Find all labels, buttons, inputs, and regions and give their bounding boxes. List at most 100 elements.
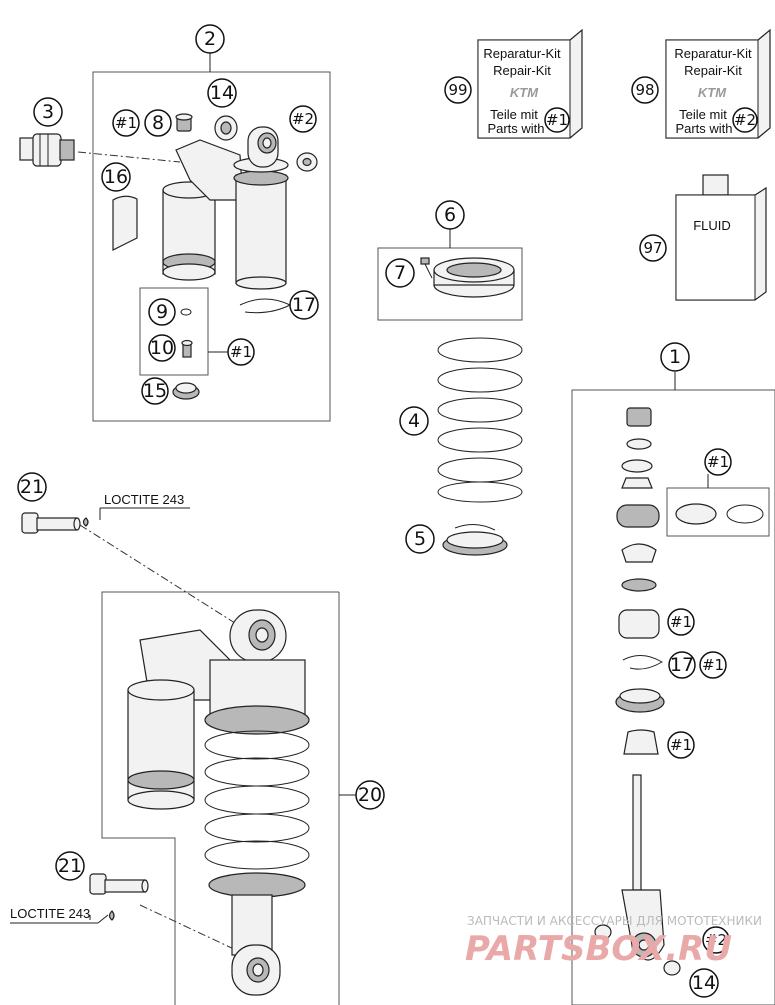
kit99-line2: Parts with — [487, 121, 544, 136]
oring-part-9 — [180, 308, 192, 316]
svg-text:#1: #1 — [546, 111, 568, 129]
bolt-part-21-top — [21, 512, 81, 534]
group-box-2 — [92, 71, 331, 422]
ref-2-eye: #2 — [289, 105, 317, 133]
callout-15: 15 — [141, 377, 169, 405]
callout-16: 16 — [101, 162, 131, 192]
shock-assembly-part-20 — [127, 609, 310, 996]
ref-1-seal-group: #1 — [704, 448, 732, 476]
callout-17-right: 17 — [668, 651, 696, 679]
screw-part-7 — [420, 257, 433, 279]
ref-1-piston: #1 — [667, 608, 695, 636]
svg-text:#1: #1 — [670, 736, 692, 754]
callout-14: 14 — [207, 78, 237, 108]
adjuster-valve-part-3 — [19, 133, 75, 167]
watermark-line2: PARTSBOX.RU — [465, 929, 732, 969]
loctite-drop-icon — [82, 517, 89, 527]
callout-9: 9 — [148, 298, 176, 326]
svg-text:15: 15 — [143, 380, 167, 402]
svg-text:8: 8 — [152, 112, 164, 134]
callout-4: 4 — [399, 406, 429, 436]
shock-body-part-2 — [162, 126, 289, 290]
callout-8: 8 — [144, 109, 172, 137]
kit99-line1: Teile mit — [490, 107, 538, 122]
kit98-title-en: Repair-Kit — [684, 63, 742, 78]
svg-text:#2: #2 — [734, 111, 756, 129]
callout-21-top: 21 — [17, 472, 47, 502]
callout-10: 10 — [148, 334, 176, 362]
callout-20: 20 — [355, 780, 385, 810]
ref-1-part-10: #1 — [227, 338, 255, 366]
watermark-line1: ЗАПЧАСТИ И АКСЕССУАРЫ ДЛЯ МОТОТЕХНИКИ — [467, 914, 762, 928]
svg-text:14: 14 — [692, 972, 716, 994]
svg-text:5: 5 — [414, 528, 426, 550]
circlip-part-17 — [239, 298, 292, 314]
ref-2-lower-eye: #2 — [702, 926, 730, 954]
damper-parts-part-1 — [594, 407, 681, 976]
callout-2: 2 — [195, 24, 225, 54]
svg-text:21: 21 — [20, 476, 44, 498]
callout-14-right: 14 — [689, 968, 719, 998]
svg-text:17: 17 — [292, 294, 316, 316]
svg-text:1: 1 — [669, 346, 681, 368]
spring-retainer-part-6 — [433, 257, 515, 298]
seal-rings-icon — [675, 503, 764, 525]
group-box-20 — [101, 591, 340, 1005]
svg-text:6: 6 — [444, 204, 456, 226]
callout-6: 6 — [435, 200, 465, 230]
svg-text:7: 7 — [394, 262, 406, 284]
kit98-line2: Parts with — [675, 121, 732, 136]
kit98-line1: Teile mit — [679, 107, 727, 122]
subgroup-box-9-10 — [139, 287, 209, 376]
kit99-title-de: Reparatur-Kit — [483, 46, 561, 61]
callout-99: 99 — [444, 76, 472, 104]
washer-icon — [296, 152, 318, 172]
svg-text:16: 16 — [104, 166, 128, 188]
spring-seat-part-5 — [442, 524, 508, 556]
svg-text:3: 3 — [42, 101, 54, 123]
svg-text:#1: #1 — [670, 613, 692, 631]
spring-part-4 — [437, 337, 523, 503]
svg-text:20: 20 — [358, 784, 382, 806]
svg-text:#2: #2 — [705, 931, 727, 949]
bolt-part-21-bottom — [89, 873, 149, 895]
ktm-logo-99: KTM — [510, 85, 539, 100]
svg-text:17: 17 — [670, 654, 694, 676]
kit98-title-de: Reparatur-Kit — [674, 46, 752, 61]
ref-kit-2-in-98: #2 — [732, 107, 758, 133]
kit99-title-en: Repair-Kit — [493, 63, 551, 78]
callout-17: 17 — [289, 290, 319, 320]
svg-text:14: 14 — [210, 82, 234, 104]
callout-5: 5 — [405, 524, 435, 554]
callout-7: 7 — [385, 258, 415, 288]
svg-text:#2: #2 — [292, 110, 314, 128]
svg-text:#1: #1 — [230, 343, 252, 361]
ktm-logo-98: KTM — [698, 85, 727, 100]
fluid-bottle-part-97 — [675, 174, 767, 301]
callout-3: 3 — [33, 97, 63, 127]
svg-text:97: 97 — [643, 239, 662, 257]
callout-21-bottom: 21 — [55, 851, 85, 881]
group-box-1 — [571, 389, 775, 1005]
fluid-label: FLUID — [693, 218, 731, 233]
svg-text:4: 4 — [408, 410, 420, 432]
ref-kit-1-in-99: #1 — [544, 107, 570, 133]
callout-1: 1 — [660, 342, 690, 372]
callout-97: 97 — [639, 234, 667, 262]
ref-1-part-8: #1 — [112, 109, 140, 137]
loctite-note-top: LOCTITE 243 — [104, 492, 184, 507]
svg-text:2: 2 — [204, 28, 216, 50]
svg-text:10: 10 — [150, 337, 174, 359]
valve-cap-part-8 — [175, 113, 193, 132]
svg-text:#1: #1 — [707, 453, 729, 471]
svg-text:#1: #1 — [115, 114, 137, 132]
sticker-part-16 — [112, 195, 138, 251]
svg-text:98: 98 — [635, 81, 654, 99]
svg-text:21: 21 — [58, 855, 82, 877]
subgroup-box-seals — [666, 487, 770, 537]
ref-1-circlip: #1 — [699, 651, 727, 679]
seal-part-15 — [172, 382, 200, 400]
svg-text:99: 99 — [448, 81, 467, 99]
svg-text:9: 9 — [156, 301, 168, 323]
